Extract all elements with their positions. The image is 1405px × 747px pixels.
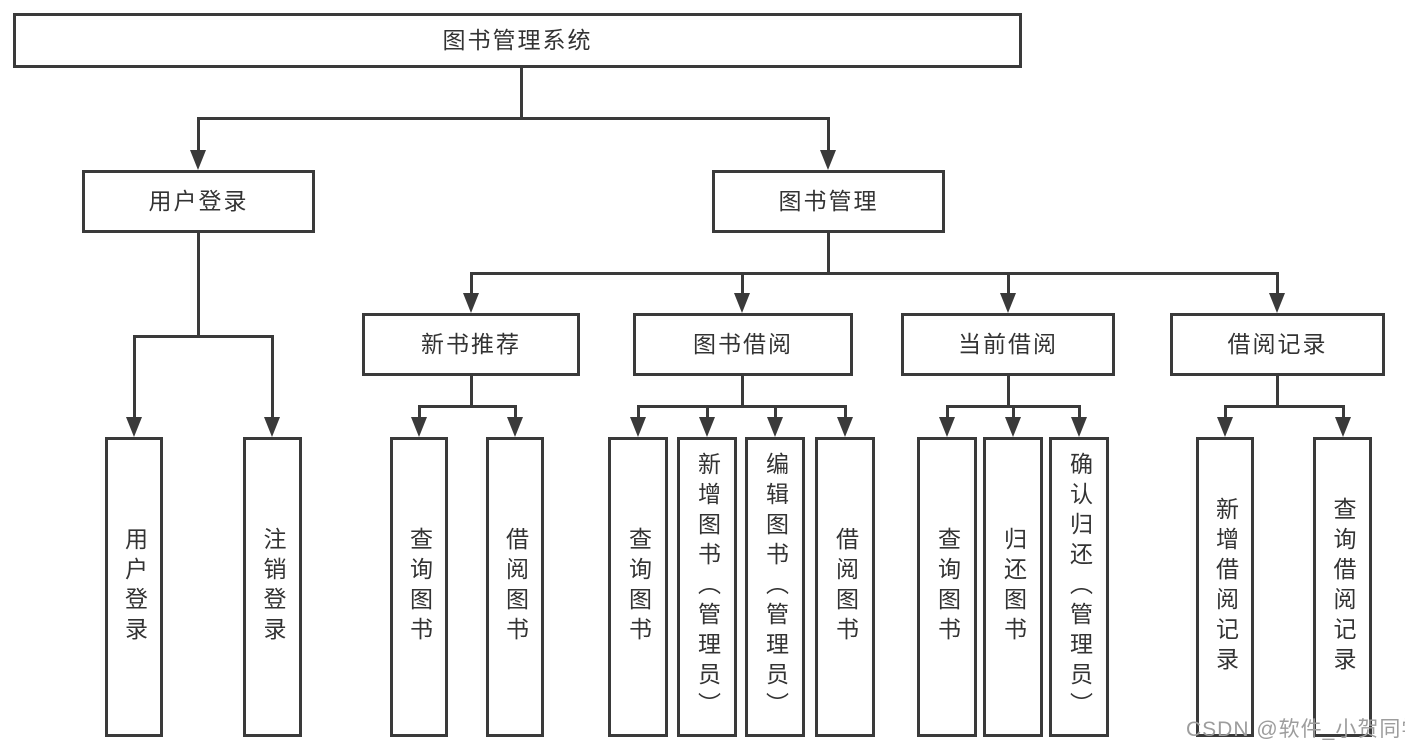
arrow-down-icon [1269,293,1285,313]
connector-leaf-drop [1012,405,1015,419]
connector-group-stem [1007,376,1010,406]
arrow-down-icon [820,150,836,170]
arrow-down-icon [507,417,523,437]
leaf-edit-books-admin: 编辑图书（管理员） [745,437,805,737]
arrow-down-icon [1217,417,1233,437]
connector-book-mgmt-drop [827,117,830,151]
node-new-book-recommendation: 新书推荐 [362,313,580,376]
connector-leaf-rail [637,405,847,408]
connector-group-stem [1276,376,1279,406]
leaf-query-books: 查询图书 [390,437,448,737]
connector-book-mgmt-stem [827,233,830,272]
leaf-borrow-books: 借阅图书 [486,437,544,737]
arrow-down-icon [699,417,715,437]
arrow-down-icon [837,417,853,437]
connector-group-stem [470,376,473,406]
arrow-down-icon [734,293,750,313]
connector-user-login-drop [197,117,200,151]
node-book-management: 图书管理 [712,170,945,233]
leaf-logout: 注销登录 [243,437,302,737]
arrow-down-icon [630,417,646,437]
leaf-add-borrow-record: 新增借阅记录 [1196,437,1254,737]
arrow-down-icon [126,417,142,437]
connector-level3-rail [470,272,1279,275]
node-borrowing-records: 借阅记录 [1170,313,1385,376]
node-book-borrowing: 图书借阅 [633,313,853,376]
leaf-borrow-books: 借阅图书 [815,437,875,737]
connector-leaf-drop [514,405,517,419]
connector-leaf-rail [418,405,517,408]
arrow-down-icon [411,417,427,437]
connector-level2-rail [197,117,830,120]
connector-user-login-stem [197,233,200,335]
node-library-management-system: 图书管理系统 [13,13,1022,68]
connector-leaf-drop [946,405,949,419]
connector-group-stem [741,376,744,406]
connector-leaf-drop [774,405,777,419]
arrow-down-icon [939,417,955,437]
arrow-down-icon [1071,417,1087,437]
connector-level3-drop [741,272,744,295]
connector-leaf-drop [271,335,274,419]
connector-level3-drop [1007,272,1010,295]
connector-leaf-drop [418,405,421,419]
connector-level3-drop [470,272,473,295]
connector-leaf-drop [1342,405,1345,419]
connector-leaf-drop [844,405,847,419]
leaf-query-books: 查询图书 [917,437,977,737]
leaf-query-books: 查询图书 [608,437,668,737]
arrow-down-icon [1335,417,1351,437]
node-user-login: 用户登录 [82,170,315,233]
connector-leaf-drop [1078,405,1081,419]
connector-leaf-drop [637,405,640,419]
leaf-confirm-return-admin: 确认归还（管理员） [1049,437,1109,737]
arrow-down-icon [463,293,479,313]
connector-leaf-rail [1224,405,1345,408]
arrow-down-icon [190,150,206,170]
leaf-return-books: 归还图书 [983,437,1043,737]
arrow-down-icon [1005,417,1021,437]
connector-leaf-drop [1224,405,1227,419]
connector-root-stem [520,68,523,117]
node-current-borrowing: 当前借阅 [901,313,1115,376]
arrow-down-icon [264,417,280,437]
arrow-down-icon [1000,293,1016,313]
arrow-down-icon [767,417,783,437]
leaf-user-login: 用户登录 [105,437,163,737]
csdn-watermark: CSDN @软件_小贺同学 [1186,718,1405,741]
connector-user-login-rail [133,335,274,338]
connector-leaf-drop [133,335,136,419]
leaf-query-borrow-record: 查询借阅记录 [1313,437,1372,737]
connector-level3-drop [1276,272,1279,295]
leaf-add-books-admin: 新增图书（管理员） [677,437,737,737]
connector-leaf-drop [706,405,709,419]
